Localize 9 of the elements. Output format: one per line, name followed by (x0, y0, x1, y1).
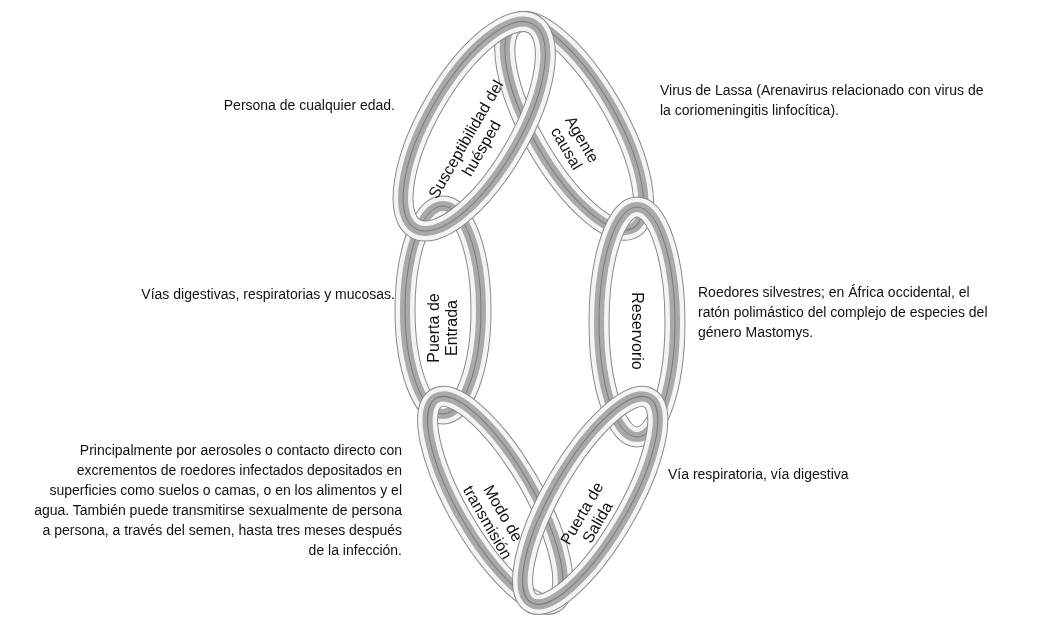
description-text: Roedores silvestres; en África occidental, el ratón polimástico del complejo de especies del género Mastomys. (698, 283, 989, 342)
description-text: Principalmente por aerosoles o contacto directo con excrementos de roedores infectados depositados en superficies como suelos o camas, o en los alimentos y el agua. También puede transmitirse sexualmente de persona a persona, a través del semen, hasta tres meses después de la infección. (33, 441, 402, 560)
chain-link (588, 196, 686, 448)
description-text: Virus de Lassa (Arenavirus relacionado con virus de la coriomeningitis linfocítica). (660, 81, 985, 120)
description-text: Vías digestivas, respiratorias y mucosas. (140, 285, 395, 304)
link-label: Puerta de Entrada (425, 292, 461, 365)
description-text: Persona de cualquier edad. (222, 96, 395, 115)
link-label: Reservorio (628, 291, 646, 372)
description-text: Vía respiratoria, vía digestiva (668, 465, 850, 484)
